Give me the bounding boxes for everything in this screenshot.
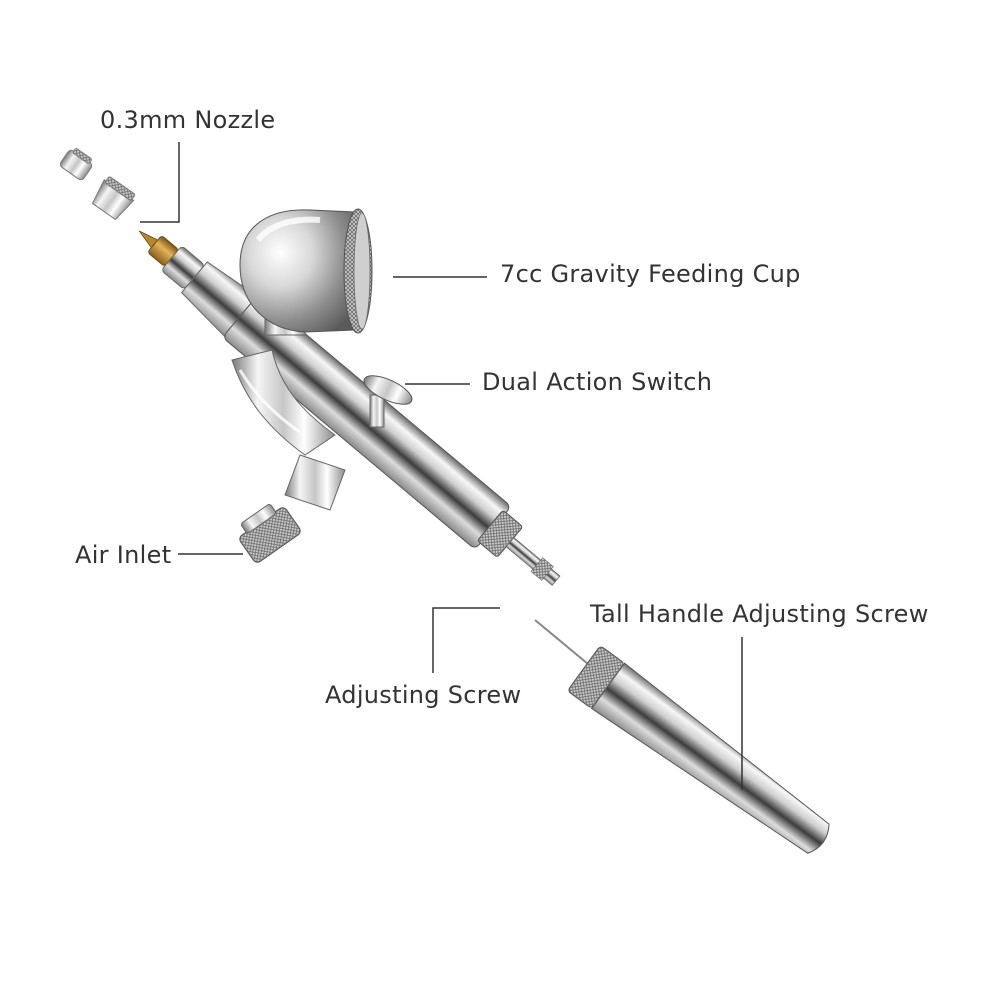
leader-lines — [140, 142, 743, 790]
label-nozzle: 0.3mm Nozzle — [100, 106, 276, 134]
label-dual-action-switch: Dual Action Switch — [482, 368, 713, 396]
needle — [534, 619, 589, 665]
airbrush-body — [138, 230, 561, 586]
leader-line-adjusting-screw — [432, 607, 500, 673]
spare-nozzle-cap-small — [59, 148, 93, 181]
spare-nozzle-cap-large — [91, 176, 136, 221]
label-tall-handle-screw: Tall Handle Adjusting Screw — [590, 600, 929, 628]
dual-action-trigger — [363, 375, 413, 428]
label-adjusting-screw: Adjusting Screw — [325, 681, 522, 709]
air-inlet-fitting — [239, 454, 346, 563]
label-air-inlet: Air Inlet — [75, 541, 172, 569]
tall-handle — [568, 646, 830, 854]
label-gravity-cup: 7cc Gravity Feeding Cup — [500, 260, 801, 288]
leader-line-nozzle — [140, 142, 180, 223]
gravity-feed-cup — [239, 208, 373, 336]
handle-grip — [231, 349, 336, 456]
